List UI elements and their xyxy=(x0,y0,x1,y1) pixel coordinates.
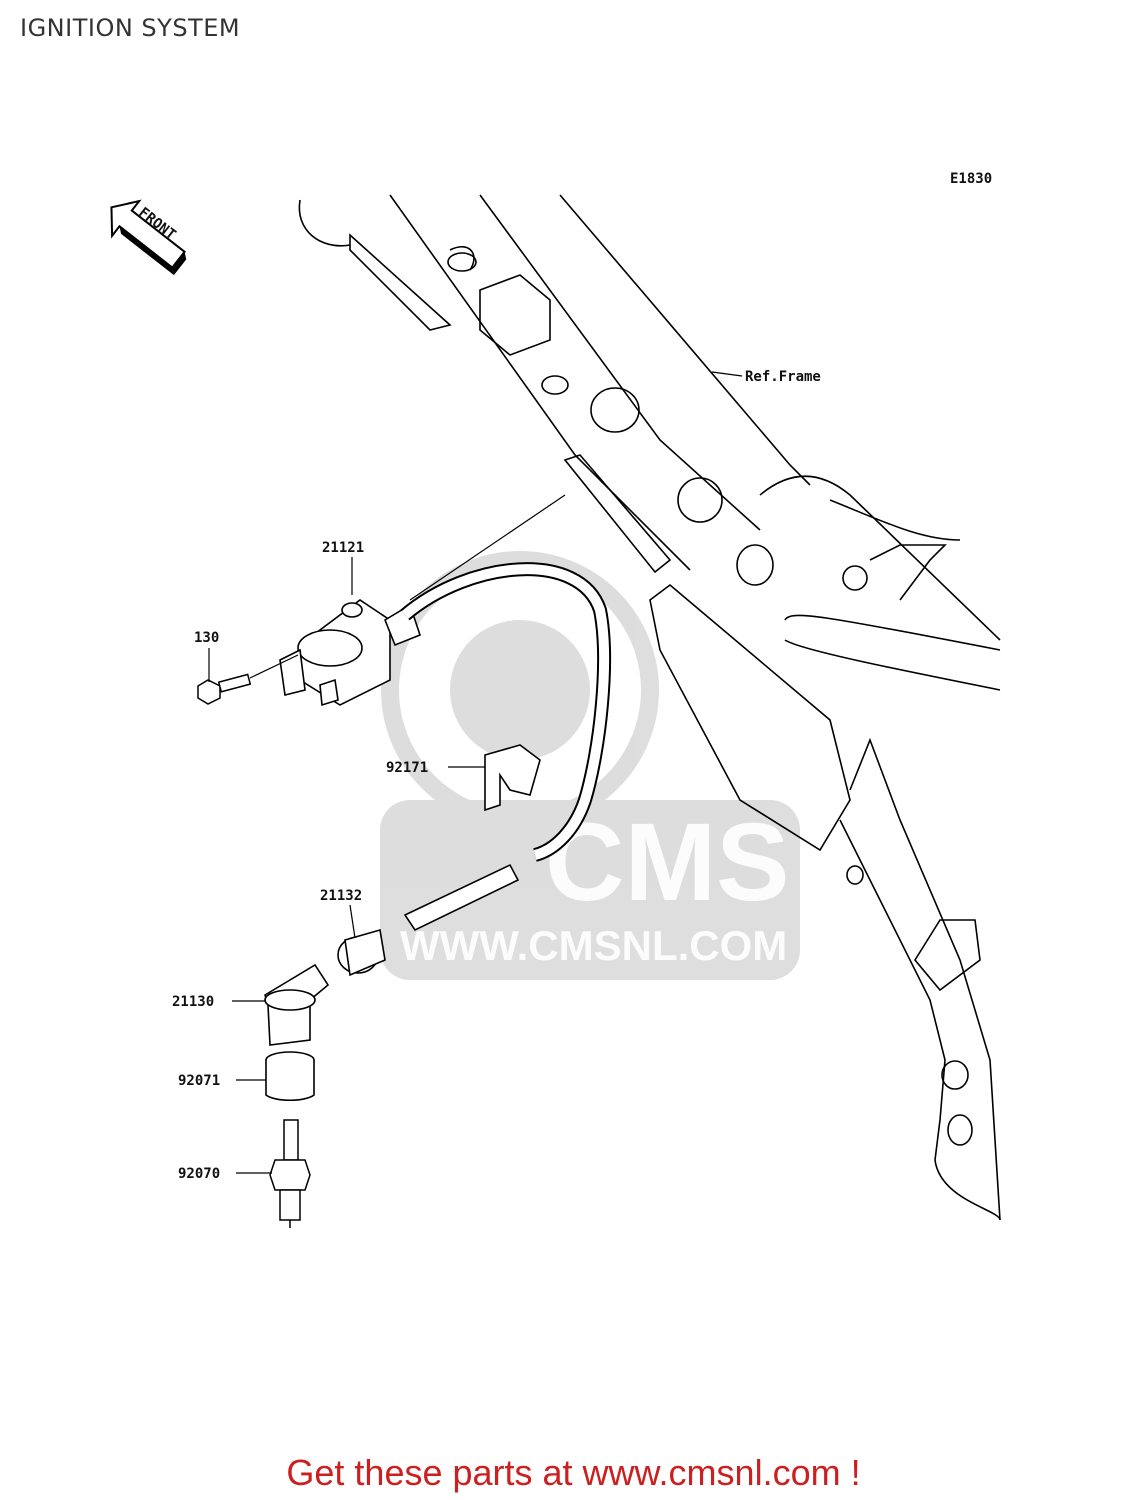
leader-lines xyxy=(208,557,485,1174)
parts-diagram: CMS WWW.CMSNL.COM E1830 FRONT xyxy=(110,171,1001,1228)
part-label-21132[interactable]: 21132 xyxy=(320,888,362,904)
footer-link[interactable]: Get these parts at www.cmsnl.com ! xyxy=(286,1452,861,1493)
part-label-21121[interactable]: 21121 xyxy=(322,540,364,556)
part-label-92171[interactable]: 92171 xyxy=(386,760,428,776)
ref-frame-label: Ref.Frame xyxy=(745,369,821,385)
part-label-92071[interactable]: 92071 xyxy=(178,1073,220,1089)
clamp xyxy=(484,744,541,812)
boot xyxy=(265,1051,315,1102)
part-label-21130[interactable]: 21130 xyxy=(172,994,214,1010)
watermark-url: WWW.CMSNL.COM xyxy=(400,922,787,969)
ref-frame-leader xyxy=(711,371,743,377)
watermark xyxy=(380,551,800,980)
front-arrow-icon xyxy=(110,199,187,276)
plug-cap xyxy=(264,963,330,1046)
frame xyxy=(298,194,1001,1221)
part-label-92070[interactable]: 92070 xyxy=(178,1166,220,1182)
bolt xyxy=(197,673,252,705)
lead-tube xyxy=(337,863,520,977)
watermark-brand: CMS xyxy=(545,801,789,924)
diagram-code: E1830 xyxy=(950,171,992,187)
spark-plug xyxy=(269,1119,311,1228)
part-label-130[interactable]: 130 xyxy=(194,630,219,646)
page-title: IGNITION SYSTEM xyxy=(20,14,241,42)
